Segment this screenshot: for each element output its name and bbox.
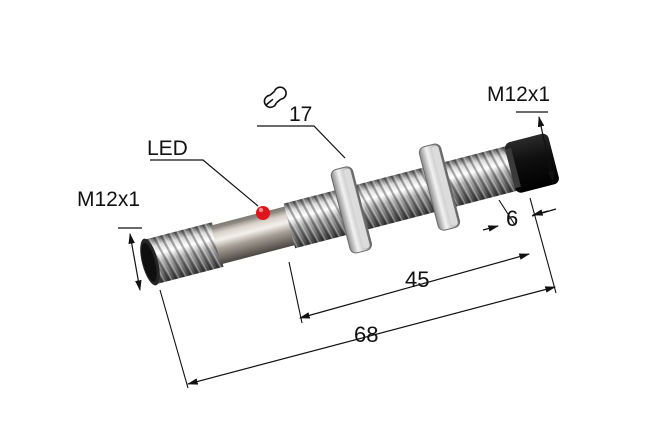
led-highlight (258, 207, 264, 213)
sensor-body (140, 133, 559, 286)
wrench-size-label: 17 (289, 103, 312, 126)
rear-thread-label: M12x1 (487, 83, 550, 106)
front-thread (144, 222, 224, 285)
dim-total-label: 68 (354, 322, 378, 347)
rear-diameter-dim (516, 111, 555, 183)
nut-front (330, 166, 372, 254)
wrench-icon (263, 86, 287, 109)
dim-thread-label: 45 (405, 267, 429, 292)
dim-connector-line (482, 208, 557, 232)
wrench-callout (257, 125, 346, 159)
led-indicator (256, 206, 270, 220)
front-thread-label: M12x1 (77, 188, 140, 211)
front-diameter-dim (118, 227, 142, 292)
led-label: LED (147, 137, 188, 160)
smooth-housing (210, 206, 297, 265)
dim-connector-label: 6 (506, 206, 518, 231)
sensing-face (140, 238, 160, 286)
rear-thread (283, 145, 522, 249)
dim-thread-line (298, 253, 531, 319)
led-callout (150, 159, 259, 207)
nut-rear (418, 143, 461, 231)
